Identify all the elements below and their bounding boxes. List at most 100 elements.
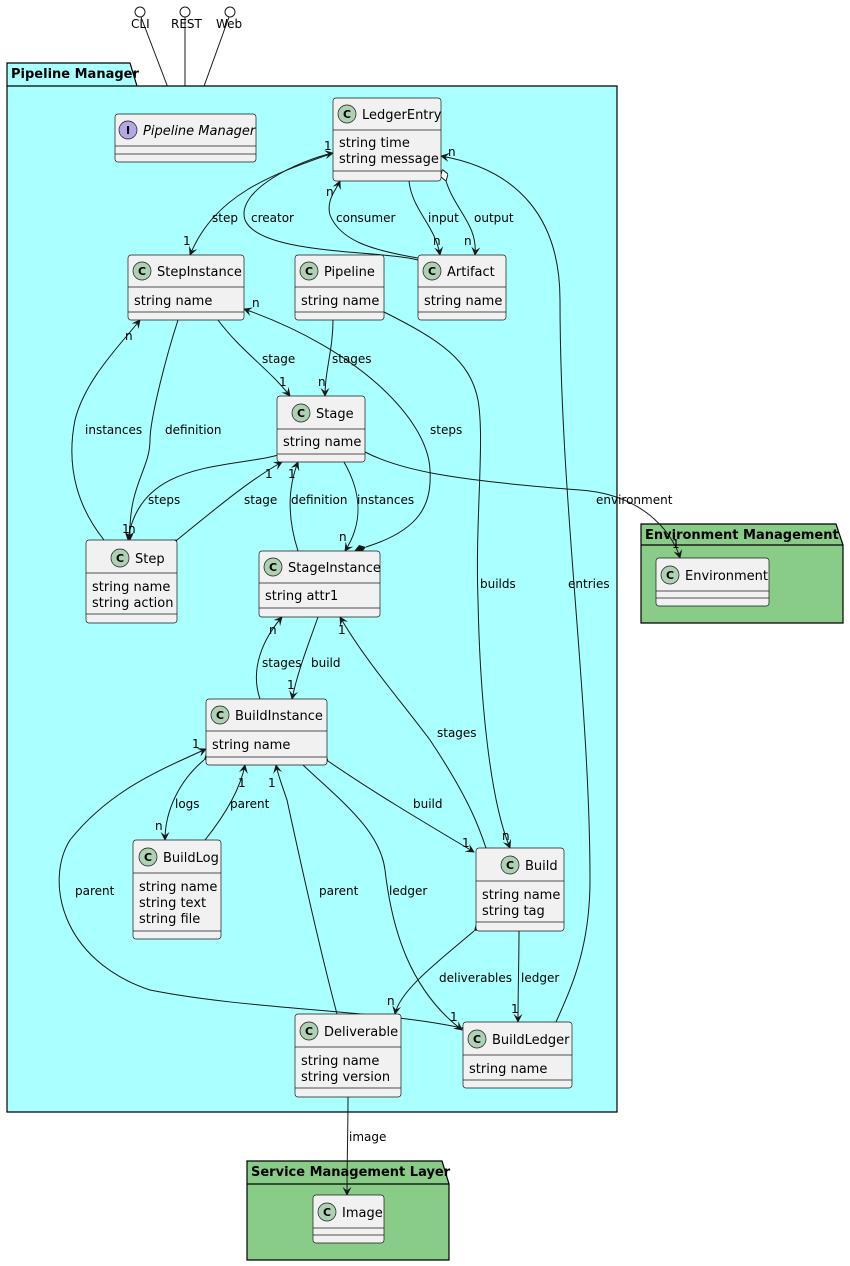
class-title: Step	[135, 552, 165, 567]
edge-label-definition: definition	[165, 423, 221, 437]
class-stage[interactable]: C Stage string name	[276, 395, 366, 463]
edge-label-bi-ledger: ledger	[389, 884, 427, 898]
class-attribute: string action	[92, 596, 173, 611]
mult-label: 1	[122, 522, 130, 536]
class-build-log[interactable]: C BuildLog string name string text strin…	[132, 839, 222, 940]
class-attribute: string name	[469, 1062, 547, 1077]
class-deliverable[interactable]: C Deliverable string name string version	[294, 1013, 402, 1098]
edge-entries	[440, 152, 591, 1033]
interface-web-label: Web	[216, 17, 242, 31]
edge-label-image: image	[349, 1130, 386, 1144]
mult-label: 1	[192, 737, 200, 751]
edge-consumer	[328, 181, 418, 258]
class-pipeline-manager-interface[interactable]: I Pipeline Manager	[114, 113, 257, 163]
edge-label-instances: instances	[85, 423, 142, 437]
class-image[interactable]: C Image	[312, 1194, 385, 1244]
edges	[58, 152, 680, 1195]
edge-label-build-ledger: ledger	[521, 971, 559, 985]
mult-label: 1	[183, 234, 191, 248]
class-title: Image	[342, 1206, 383, 1221]
class-attribute: string attr1	[265, 589, 338, 604]
class-attribute: string name	[301, 1054, 379, 1069]
edge-label-bi-build: build	[413, 797, 443, 811]
edge-label-stage: stage	[262, 352, 295, 366]
class-ledger-entry[interactable]: C LedgerEntry string time string message	[332, 97, 442, 182]
class-attribute: string name	[92, 580, 170, 595]
class-step[interactable]: C Step string name string action	[85, 539, 178, 624]
class-badge-icon: C	[666, 569, 674, 582]
class-attribute: string version	[301, 1070, 390, 1085]
edge-label-stage-instances: instances	[357, 493, 414, 507]
class-title: LedgerEntry	[362, 108, 442, 123]
edge-labels: step creator consumer input output stage…	[75, 211, 673, 1144]
class-badge-icon: C	[305, 265, 313, 278]
class-environment[interactable]: C Environment	[655, 557, 770, 607]
edge-deliverables	[392, 923, 484, 1015]
class-pipeline[interactable]: C Pipeline string name	[294, 254, 385, 321]
class-badge-icon: C	[144, 851, 152, 864]
edge-step-stage	[177, 462, 282, 540]
edge-label-step-stage: stage	[244, 493, 277, 507]
class-build-ledger[interactable]: C BuildLedger string name	[462, 1021, 573, 1089]
interface-badge-icon: I	[126, 124, 130, 137]
class-badge-icon: C	[116, 552, 124, 565]
mult-label: n	[448, 145, 456, 159]
edge-label-step: step	[212, 211, 238, 225]
class-attribute: string name	[139, 880, 217, 895]
mult-label: 1	[324, 139, 332, 153]
class-badge-icon: C	[323, 1206, 331, 1219]
edge-label-output: output	[474, 211, 514, 225]
class-build-instance[interactable]: C BuildInstance string name	[205, 698, 328, 766]
class-attribute: string tag	[482, 904, 545, 919]
class-attribute: string name	[301, 294, 379, 309]
class-badge-icon: C	[216, 709, 224, 722]
mult-label: n	[318, 375, 326, 389]
edge-label-creator: creator	[251, 211, 294, 225]
edge-step-instances	[71, 319, 141, 550]
class-title: BuildLog	[163, 851, 219, 866]
class-title: BuildLedger	[492, 1033, 570, 1048]
edge-build-stages	[340, 617, 486, 848]
mult-label: n	[464, 234, 472, 248]
package-environment-management-title: Environment Management	[645, 528, 839, 543]
mult-label: n	[155, 819, 163, 833]
class-artifact[interactable]: C Artifact string name	[417, 254, 507, 321]
mult-label: n	[128, 522, 136, 536]
edge-image	[347, 1097, 348, 1195]
class-stage-instance[interactable]: C StageInstance string attr1	[258, 550, 381, 618]
class-build[interactable]: C Build string name string tag	[475, 847, 565, 932]
mult-label: n	[502, 829, 510, 843]
mult-label: 1	[338, 623, 346, 637]
class-title: Pipeline Manager	[143, 124, 257, 139]
edge-label-consumer: consumer	[336, 211, 395, 225]
interface-cli-label: CLI	[131, 17, 150, 31]
class-title: Pipeline	[324, 265, 375, 280]
mult-label: 1	[462, 836, 470, 850]
edge-label-builds: builds	[480, 577, 516, 591]
edge-label-bi-stages: stages	[262, 656, 302, 670]
edge-build-ledger	[513, 919, 524, 1023]
edge-label-pipeline-stages: stages	[332, 352, 372, 366]
edge-label-bl-parent: parent	[75, 884, 115, 898]
edge-label-stage-definition: definition	[291, 493, 347, 507]
interface-web: Web	[193, 6, 242, 115]
edge-si-build	[292, 617, 318, 699]
mult-label: 1	[672, 537, 680, 551]
class-title: StageInstance	[288, 561, 381, 576]
class-attribute: string name	[134, 294, 212, 309]
package-service-management-title: Service Management Layer	[251, 1165, 451, 1180]
edge-label-environment: environment	[596, 493, 673, 507]
edge-step	[190, 153, 333, 255]
class-title: Build	[525, 859, 558, 874]
class-attribute: string name	[212, 738, 290, 753]
class-badge-icon: C	[428, 265, 436, 278]
class-attribute: string time	[339, 136, 410, 151]
class-title: BuildInstance	[235, 709, 323, 724]
class-attribute: string name	[283, 435, 361, 450]
class-badge-icon: C	[473, 1033, 481, 1046]
class-title: Deliverable	[324, 1025, 398, 1040]
class-step-instance[interactable]: C StepInstance string name	[127, 254, 245, 321]
class-attribute: string file	[139, 912, 200, 927]
mult-label: n	[125, 329, 133, 343]
